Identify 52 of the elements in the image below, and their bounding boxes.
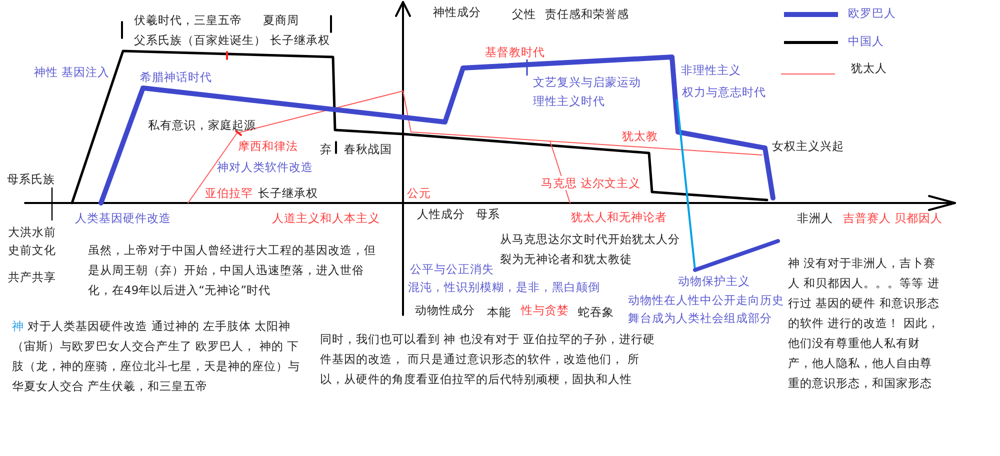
annotation-label: 人类基因硬件改造	[75, 211, 171, 225]
annotation-label: 犹太教	[622, 129, 658, 143]
annotation-label: 父性	[512, 7, 536, 21]
note-paragraph: 虽然，上帝对于中国人曾经进行大工程的基因改造，但是从周王朝（弃）开始，中国人迅速堕落，进入世俗化，在49年以后进入“无神论”时代	[88, 242, 377, 299]
annotation-label: 史前文化	[8, 243, 56, 257]
annotation-label: 夏商周	[263, 13, 299, 27]
annotation-label: 亚伯拉罕	[205, 186, 253, 200]
note-paragraph: 从马克思达尔文时代开始犹太人分裂为无神论者和犹太教徒	[500, 231, 681, 268]
annotation-label: 长子继承权	[258, 186, 318, 200]
annotation-label: 伏羲时代，三皇五帝	[134, 13, 242, 27]
annotation-label: 神性 基因注入	[34, 65, 110, 79]
annotation-label: 女权主义兴起	[772, 139, 844, 153]
note-paragraph: 神 对于人类基因硬件改造 通过神的 左手肢体 太阳神（宙斯）与欧罗巴女人交合产生了 欧罗巴人， 神的 下肢（龙，神的座骑，座位北斗七星，天是神的座位）与华夏女人交合 产生伏羲，和三皇五帝	[12, 318, 300, 395]
annotation-label: 文艺复兴与启蒙运动	[533, 75, 641, 89]
annotation-label: 母系	[476, 207, 500, 221]
annotation-label: 大洪水前	[8, 225, 56, 239]
annotation-label: 春秋战国	[344, 142, 392, 156]
annotation-label: 混沌，性识别模糊，是非，黑白颠倒	[408, 280, 600, 294]
note-paragraph: 神 没有对于非洲人，吉卜赛人 和贝都因人。。。等等 进行过 基因的硬件 和意识形态的软件 进行的改造！ 因此，他们没有尊重他人私有财产，他人隐私，他人自由尊重的意识形态，和国家形态	[788, 255, 940, 392]
annotation-label: 弃	[320, 142, 332, 156]
annotation-label: 公元	[407, 186, 431, 200]
annotation-label: 动物性成分	[415, 303, 475, 317]
annotation-label: 公平与公正消失	[410, 262, 494, 276]
annotation-label: 本能	[487, 305, 511, 319]
note-paragraph: 动物性在人性中公开走向历史舞台成为人类社会组成部分	[628, 292, 785, 327]
annotation-label: 非理性主义	[681, 63, 741, 77]
annotation-label: 马克思 达尔文主义	[541, 176, 641, 190]
annotation-label: 基督教时代	[485, 45, 545, 59]
annotation-label: 蛇吞象	[578, 305, 614, 319]
annotation-label: 吉普赛人 贝都因人	[843, 211, 943, 225]
annotation-label: 父系氏族（百家姓诞生）	[134, 33, 266, 47]
annotation-label: 人道主义和人本主义	[272, 211, 380, 225]
annotation-label: 非洲人	[797, 211, 833, 225]
legend-label: 犹太人	[851, 61, 887, 75]
annotation-label: 权力与意志时代	[682, 85, 766, 99]
annotation-label: 动物保护主义	[678, 274, 750, 288]
legend-label: 欧罗巴人	[848, 6, 896, 20]
legend-label: 中国人	[848, 34, 884, 48]
annotation-label: 母系氏族	[7, 172, 55, 186]
annotation-label: 犹太人和无神论者	[571, 210, 667, 224]
annotation-label: 私有意识，家庭起源	[148, 118, 256, 132]
annotation-label: 长子继承权	[270, 33, 330, 47]
annotation-label: 神对人类软件改造	[217, 160, 313, 174]
annotation-label: 共产共享	[8, 270, 56, 284]
annotation-label: 人性成分	[417, 207, 465, 221]
annotation-label: 希腊神话时代	[140, 70, 212, 84]
annotation-label: 理性主义时代	[533, 94, 605, 108]
annotation-label: 性与贪婪	[521, 303, 569, 317]
note-paragraph: 同时，我们也可以看到 神 也没有对于 亚伯拉罕的子孙，进行硬件基因的改造， 而只是通过意识形态的软件，改造他们， 所以，从硬件的角度看亚伯拉罕的后代特别顽梗，固执和人性	[320, 331, 656, 388]
annotation-label: 摩西和律法	[238, 139, 298, 153]
annotation-label: 责任感和荣誉感	[545, 7, 629, 21]
annotation-label: 神性成分	[433, 5, 481, 19]
